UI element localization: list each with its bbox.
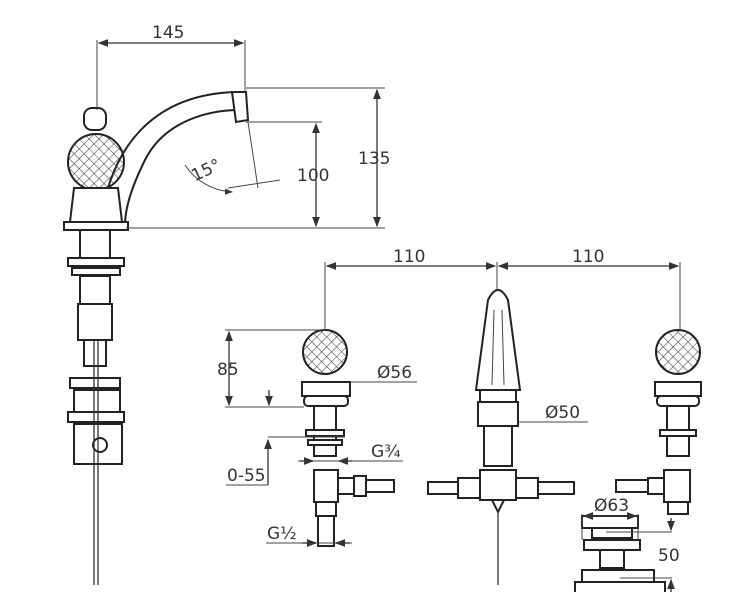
dim-handle-diameter: Ø56	[377, 363, 412, 383]
dimension-g34: G¾	[298, 442, 403, 465]
dimension-d50: Ø50	[518, 403, 588, 423]
crystal-handle-icon	[67, 133, 125, 191]
dim-spout-angle: 15°	[188, 155, 224, 186]
dimension-spacing: 110 110	[324, 247, 681, 330]
dim-waste-diameter: Ø63	[594, 496, 629, 516]
dimension-g12: G½	[266, 524, 352, 547]
dim-spout-diameter: Ø50	[545, 403, 580, 423]
dimension-100: 100	[246, 121, 329, 228]
dimension-50: 50	[606, 518, 680, 592]
dim-handle-height: 85	[217, 360, 239, 380]
dim-spacing-right: 110	[572, 247, 604, 267]
dimension-85: 85	[217, 329, 325, 408]
dim-total-height: 135	[358, 149, 390, 169]
dim-spout-reach: 145	[152, 23, 184, 43]
left-crystal-handle-icon	[302, 329, 348, 375]
dim-spacing-left: 110	[393, 247, 425, 267]
dim-waste-height: 50	[658, 546, 680, 566]
dim-connection-thread: G¾	[371, 442, 401, 462]
right-crystal-handle-icon	[655, 329, 701, 375]
dimension-d63: Ø63	[581, 496, 639, 540]
dimension-135: 135	[126, 87, 390, 229]
front-view-set	[301, 289, 702, 592]
dim-inlet-thread: G½	[267, 524, 297, 544]
dim-spout-height: 100	[297, 166, 329, 186]
dimension-d56: Ø56	[350, 363, 417, 383]
dimension-145: 145	[96, 23, 246, 110]
side-view-faucet	[63, 90, 281, 585]
dimension-0-55: 0-55	[226, 436, 345, 486]
dim-deck-thickness: 0-55	[227, 466, 266, 486]
